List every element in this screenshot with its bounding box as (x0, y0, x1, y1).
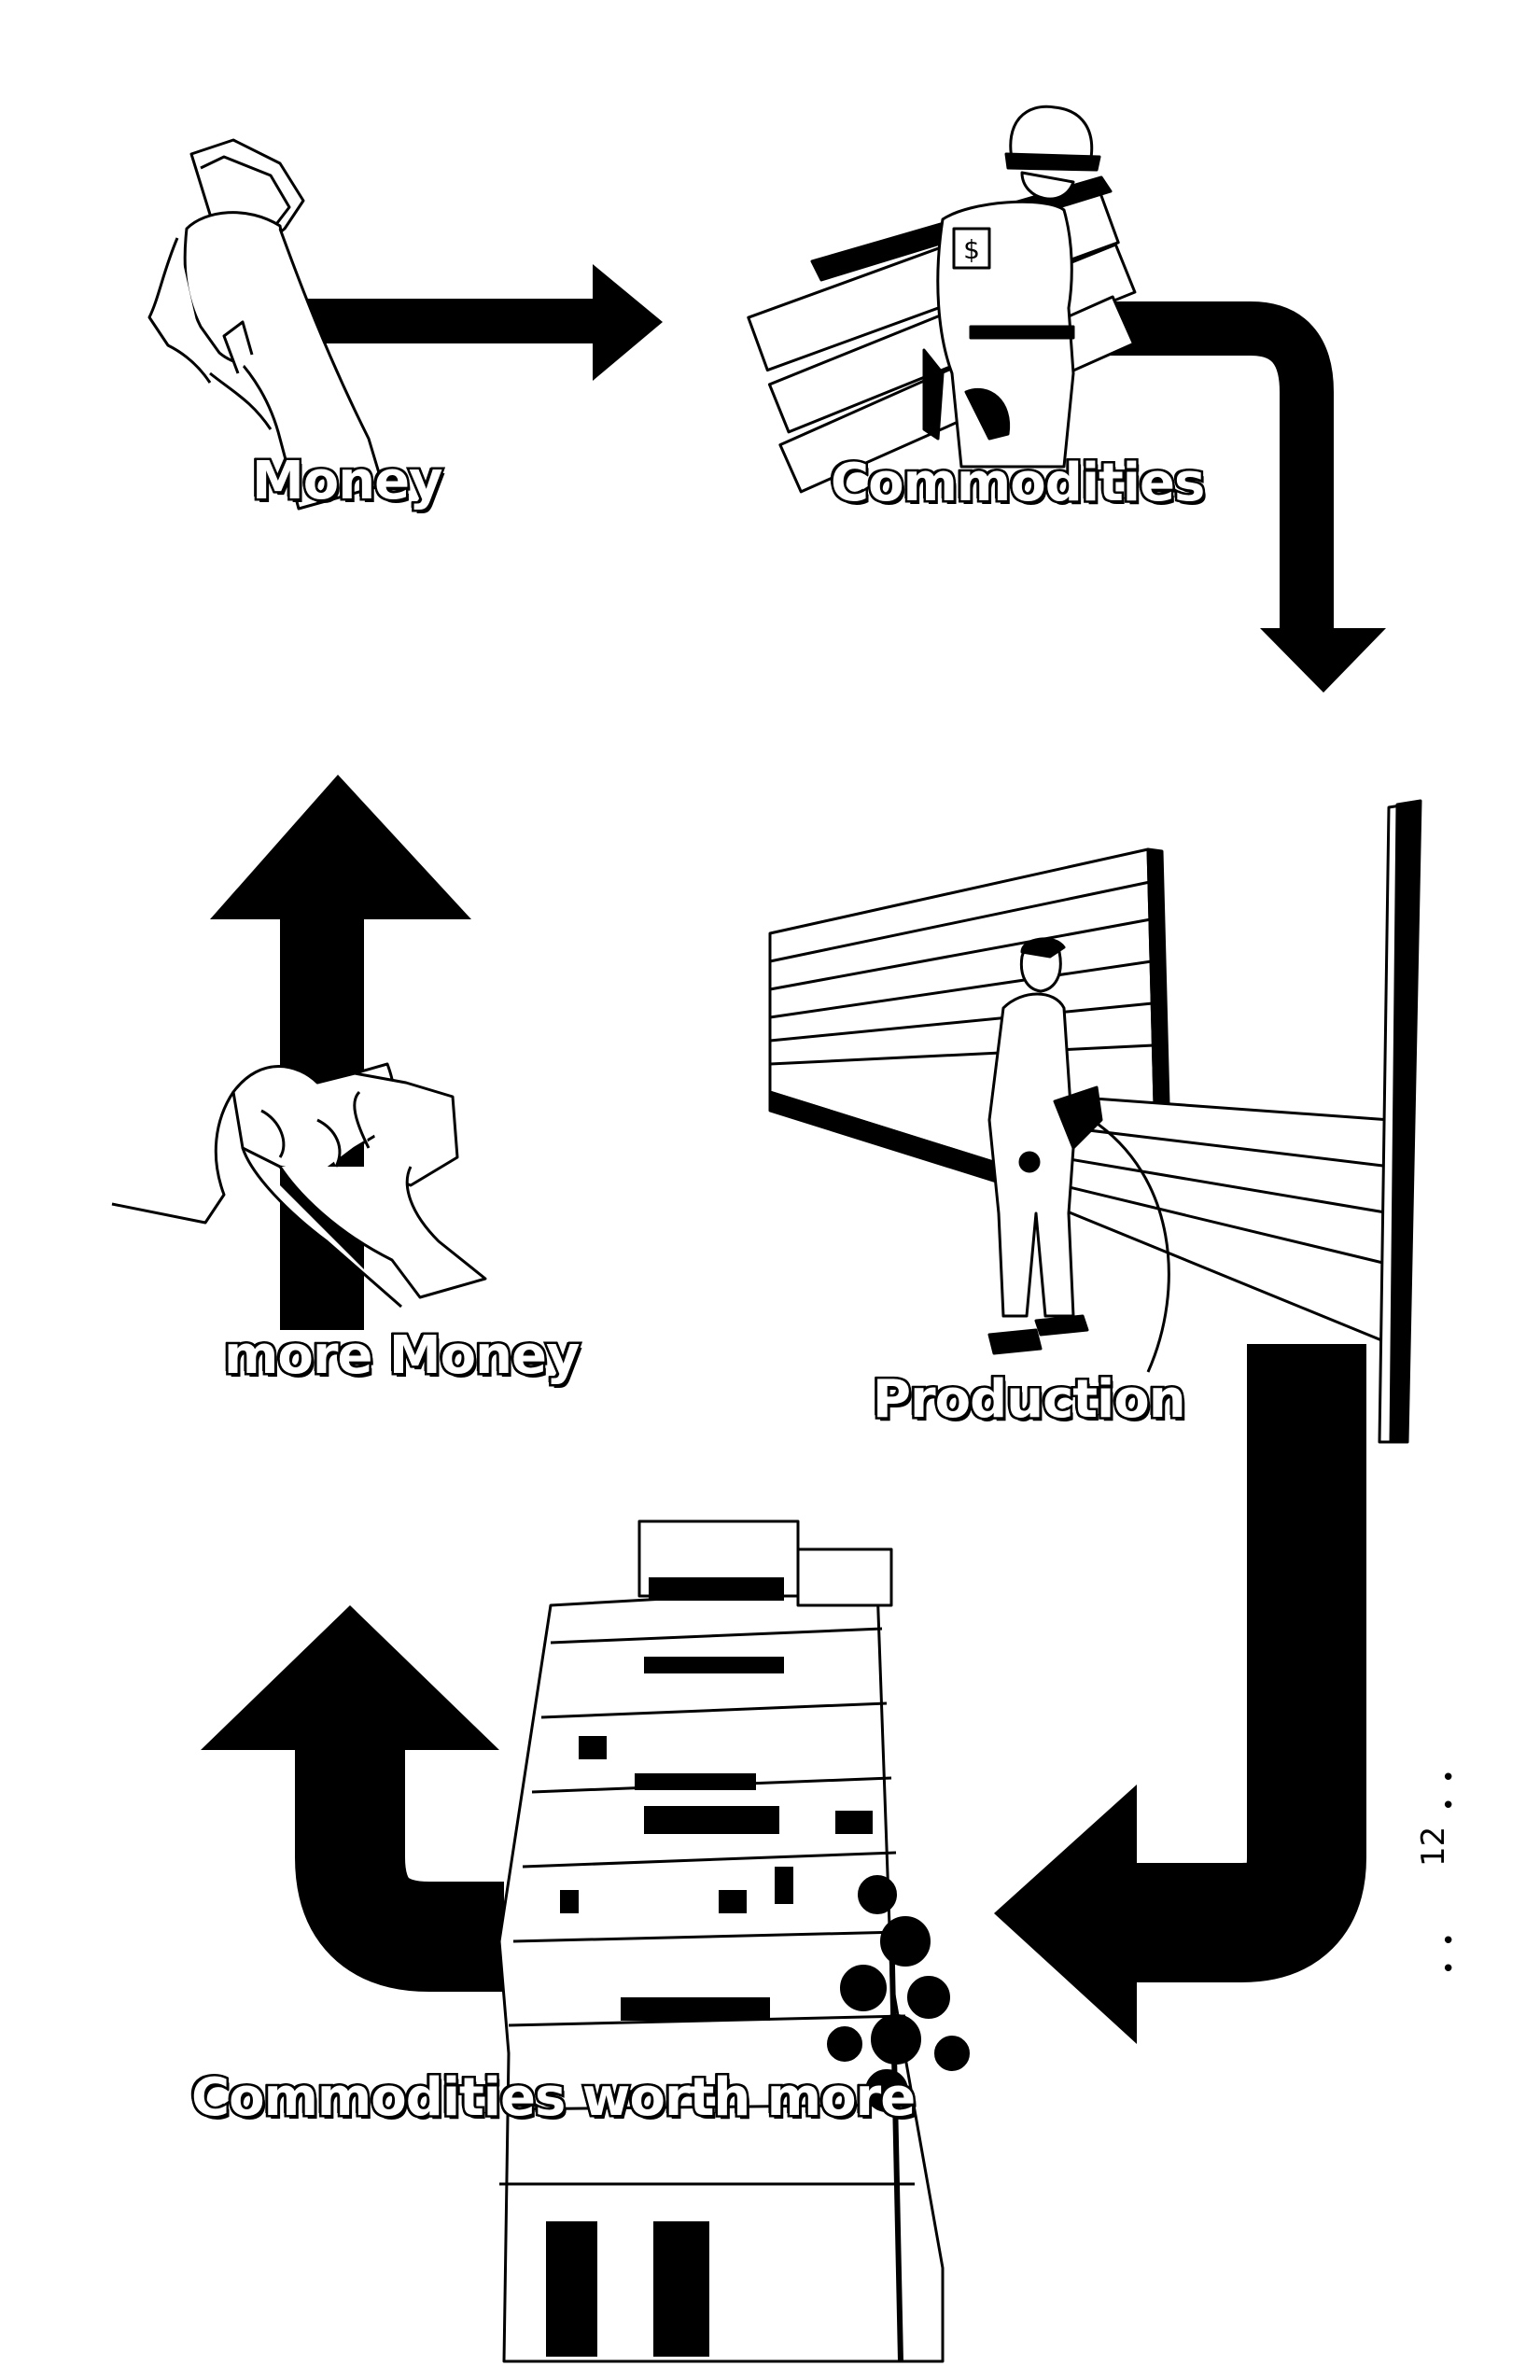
svg-text:$: $ (963, 234, 980, 265)
arrow-commodities-worth-more-to-more-money (201, 1605, 504, 1992)
page-number-text: 12 (1415, 1826, 1452, 1867)
production-illustration (768, 799, 1422, 1444)
worker-with-lumber-illustration: $ (747, 105, 1137, 494)
arrow-commodities-to-production (1083, 301, 1386, 693)
label-money: Money (250, 451, 446, 511)
arrow-production-to-commodities-worth-more (994, 1344, 1366, 2044)
page-dots-bottom: •• (1441, 1927, 1456, 1983)
label-commodities-worth-more: Commodities worth more (189, 2067, 917, 2128)
building-windows (546, 1577, 873, 2357)
label-commodities: Commodities (828, 453, 1207, 513)
arrow-money-to-commodities (280, 264, 663, 381)
dollar-tag-icon (952, 227, 991, 270)
hand-with-money-illustration (147, 138, 385, 511)
hands-with-more-money-illustration (111, 1062, 487, 1309)
label-more-money: more Money (221, 1325, 581, 1386)
building-illustration (497, 1519, 970, 2363)
page-dots-top: •• (1441, 1764, 1456, 1820)
tree-icon (827, 1875, 970, 2362)
page-number: •• 12 •• (1409, 1764, 1484, 1983)
label-production: Production (871, 1369, 1189, 1430)
